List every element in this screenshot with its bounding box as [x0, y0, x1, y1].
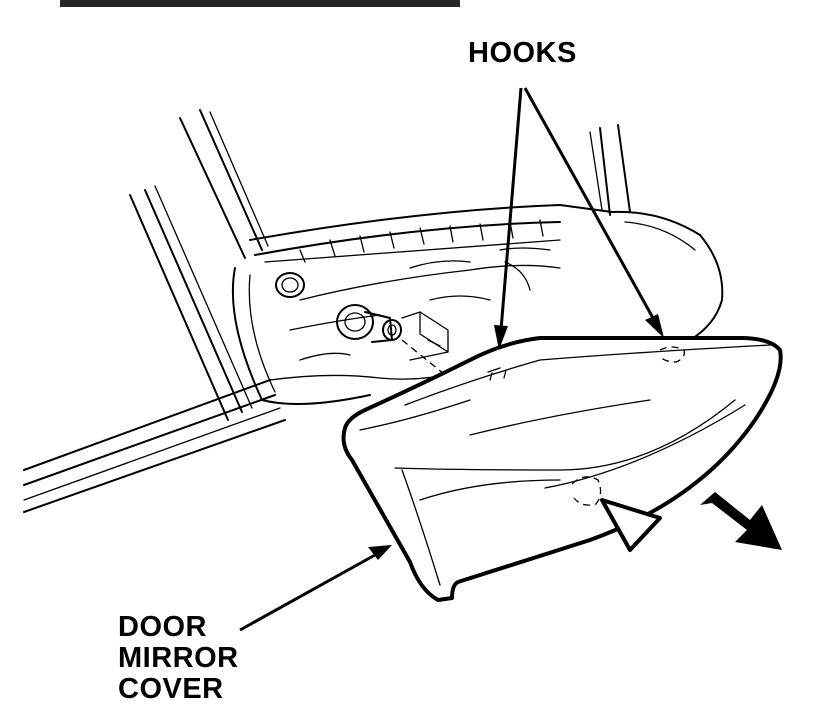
hooks-label: HOOKS [468, 37, 577, 69]
cover-label-line-1: DOOR [118, 611, 207, 643]
door-frame [23, 109, 631, 513]
pry-point-triangle-icon [600, 498, 662, 552]
hooks-leader-arrows [494, 87, 664, 350]
cropped-caption-remnant [60, 0, 460, 7]
cover-leader-arrow [239, 545, 392, 632]
hook-mark-left [487, 367, 507, 381]
door-mounting-panel [231, 204, 724, 405]
cover-label-line-3: COVER [118, 673, 224, 705]
removal-direction-arrow-icon [700, 492, 782, 550]
clip-mark [571, 476, 602, 506]
mounting-bolt [336, 304, 449, 361]
door-mirror-cover-label: DOOR MIRROR COVER [118, 612, 239, 705]
hook-mark-right [659, 346, 685, 363]
door-mirror-cover [341, 336, 783, 602]
cover-label-line-2: MIRROR [118, 642, 239, 674]
